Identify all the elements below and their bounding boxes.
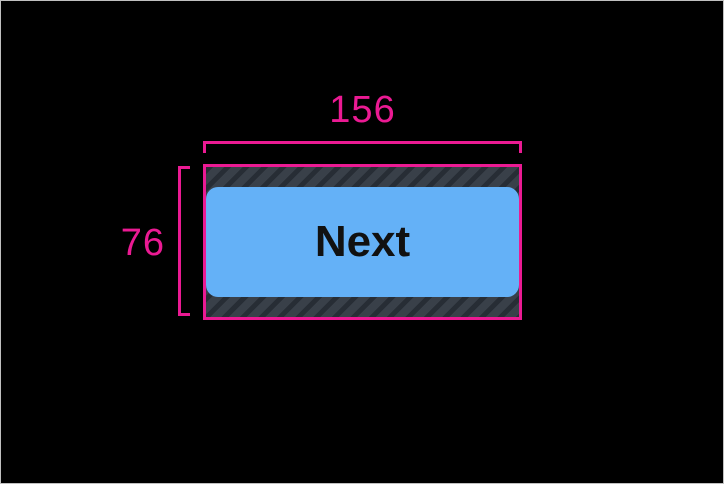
width-measure-bracket bbox=[203, 141, 522, 153]
next-button[interactable]: Next bbox=[206, 187, 519, 297]
layout-bounds-rect: Next bbox=[203, 164, 522, 320]
width-dimension-label: 156 bbox=[329, 89, 396, 131]
height-measure-bracket bbox=[178, 166, 190, 316]
height-dimension-label: 76 bbox=[120, 222, 165, 264]
